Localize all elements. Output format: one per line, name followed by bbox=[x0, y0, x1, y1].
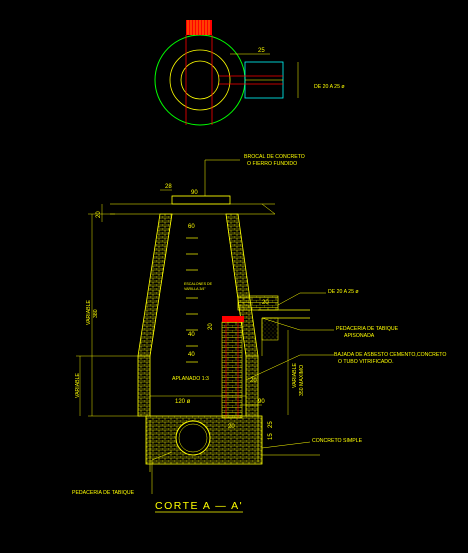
dim-90: 90 bbox=[191, 190, 198, 196]
pipe-in-label: DE 20 A 25 ø bbox=[328, 289, 359, 295]
left-wall bbox=[137, 213, 173, 357]
dim-20-inner: 20 bbox=[208, 323, 214, 330]
dim-25: 25 bbox=[268, 421, 274, 428]
dim-40: 40 bbox=[188, 332, 195, 338]
dim-120: 120 ø bbox=[175, 399, 191, 405]
dim-20-pipe: 20 bbox=[262, 300, 269, 306]
brocal-label-2: O FIERRO FUNDIDO bbox=[247, 161, 297, 167]
dim-20-mid: 20 bbox=[250, 378, 257, 384]
plan-outer-circle bbox=[154, 34, 246, 126]
variable-left-sub: 380 bbox=[93, 309, 99, 318]
dim-20-bottom: 20 bbox=[228, 424, 235, 430]
escalones-note-2: VARILLA 3/4" bbox=[184, 287, 206, 291]
dim-60: 60 bbox=[188, 224, 195, 230]
dim-28: 28 bbox=[165, 184, 172, 190]
plan-inner-circle bbox=[180, 60, 220, 100]
plan-view: 25 DE 20 A 25 ø bbox=[154, 20, 345, 126]
dim-20-left: 20 bbox=[96, 211, 102, 218]
plan-top-cap bbox=[186, 20, 212, 35]
bajada-label-1: BAJADA DE ASBESTO CEMENTO,CONCRETO bbox=[334, 352, 446, 358]
brocal-label-1: BROCAL DE CONCRETO bbox=[244, 154, 305, 160]
dim-40b: 40 bbox=[188, 352, 195, 358]
pedaceria-apisonada-2: APISONADA bbox=[344, 333, 375, 339]
dim-15: 15 bbox=[268, 433, 274, 440]
bajada-label-2: O TUBO VITRIFICADO. bbox=[338, 359, 394, 365]
variable-left: VARIABLE bbox=[86, 299, 92, 325]
section-view: BROCAL DE CONCRETO O FIERRO FUNDIDO DE 2… bbox=[72, 154, 446, 513]
section-title: CORTE A — A' bbox=[155, 500, 243, 512]
variable-right: VARIABLE bbox=[292, 362, 298, 388]
pedaceria-tabique-label: PEDACERIA DE TABIQUE bbox=[72, 490, 135, 496]
aplanado-note: APLANADO 1:3 bbox=[172, 376, 209, 382]
outlet-pipe bbox=[175, 420, 211, 456]
concreto-simple-label: CONCRETO SIMPLE bbox=[312, 438, 363, 444]
variable-right-sub: 350 MAXIMO bbox=[299, 365, 305, 396]
dim-90b: 90 bbox=[258, 399, 265, 405]
pedaceria-apisonada-1: PEDACERIA DE TABIQUE bbox=[336, 326, 399, 332]
plan-mid-circle bbox=[169, 49, 231, 111]
variable-low: VARIABLE bbox=[75, 372, 81, 398]
plan-dim-top: 25 bbox=[258, 48, 265, 54]
escalones-note: ESCALONES DE bbox=[184, 282, 213, 286]
plan-pipe-label: DE 20 A 25 ø bbox=[314, 84, 345, 90]
